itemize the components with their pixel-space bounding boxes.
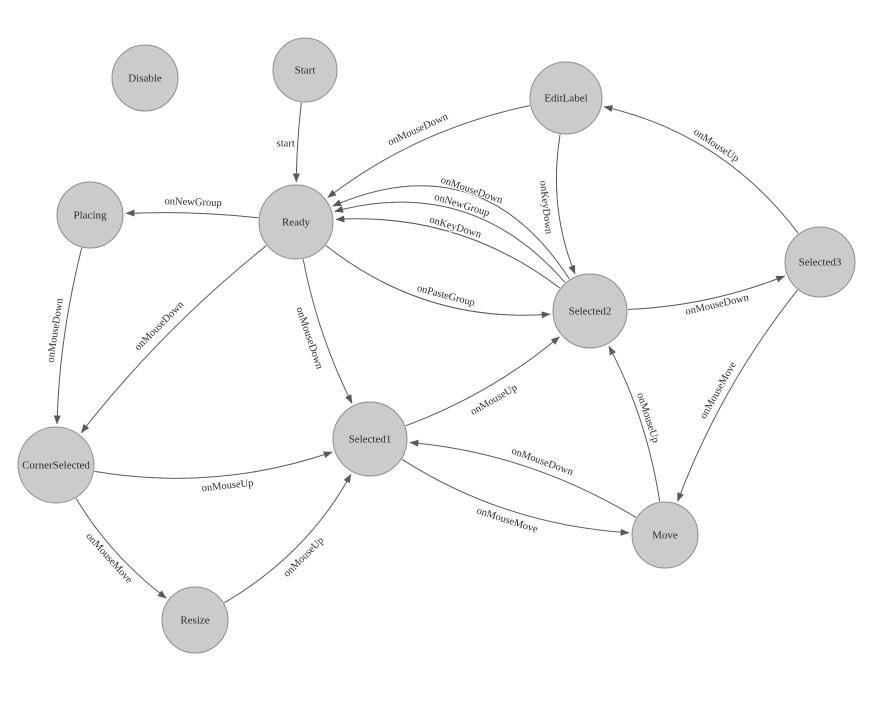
transition-ready-selected1: onMouseDown <box>292 259 353 404</box>
transition-selected3-move: onMouseMove <box>677 289 798 502</box>
transition-cornerselected-selected1: onMouseUp <box>94 451 333 496</box>
state-label: CornerSelected <box>22 460 90 472</box>
transition-move-selected2: onMouseUp <box>608 345 662 502</box>
transition-edge <box>677 289 798 502</box>
state-node-start: Start <box>272 37 338 103</box>
transition-label: onMouseDown <box>133 299 187 353</box>
transition-label: onMouseDown <box>510 446 575 479</box>
transition-edge <box>603 105 799 234</box>
transition-edge <box>405 336 560 427</box>
state-node-selected1: Selected1 <box>332 401 408 477</box>
transition-label: onMouseDown <box>684 292 750 317</box>
transition-label: onMouseUp <box>691 127 741 165</box>
transition-label: onMouseDown <box>293 306 324 372</box>
transition-ready-placing: onNewGroup <box>125 195 259 219</box>
state-node-editlabel: EditLabel <box>529 61 603 135</box>
transition-edge <box>75 498 167 599</box>
state-node-cornerselected: CornerSelected <box>17 426 95 504</box>
transition-label: onMouseDown <box>45 297 65 363</box>
transition-edge <box>224 473 352 604</box>
state-label: Disable <box>128 73 162 85</box>
state-label: Placing <box>74 210 107 222</box>
transition-ready-cornerselected: onMouseDown <box>80 245 267 434</box>
transition-selected2-selected3: onMouseDown <box>627 275 786 319</box>
transition-start-ready: start <box>275 102 302 183</box>
transition-edge <box>335 215 561 289</box>
state-node-selected3: Selected3 <box>784 226 856 298</box>
transition-edge <box>125 209 259 219</box>
transition-edge <box>401 458 630 536</box>
transition-label: start <box>277 138 295 149</box>
transition-edge <box>94 451 333 479</box>
transition-edge <box>555 134 576 275</box>
state-circle <box>272 37 338 103</box>
transition-edge <box>302 259 353 404</box>
transition-label: onMouseUp <box>201 478 254 494</box>
transition-edge <box>608 345 661 502</box>
transition-label: onMouseUp <box>282 535 327 579</box>
state-circle <box>631 501 699 569</box>
state-node-selected2: Selected2 <box>552 273 628 349</box>
state-label: Move <box>652 530 678 542</box>
transition-edge <box>325 245 551 319</box>
state-circle <box>17 426 95 504</box>
state-circle <box>784 226 856 298</box>
state-circle <box>111 44 179 112</box>
state-label: Selected1 <box>349 434 392 446</box>
transition-label: onNewGroup <box>164 196 221 209</box>
state-label: Resize <box>180 615 209 627</box>
state-label: Selected2 <box>569 306 612 318</box>
transition-edge <box>332 185 570 280</box>
transition-editlabel-selected2: onKeyDown <box>536 134 576 275</box>
state-node-move: Move <box>631 501 699 569</box>
transition-edge <box>627 275 786 310</box>
transition-label: onMouseMove <box>475 506 539 536</box>
transition-label: onMouseMove <box>698 360 739 421</box>
transition-placing-cornerselected: onMouseDown <box>44 247 83 425</box>
transition-selected3-editlabel: onMouseUp <box>603 105 799 234</box>
transition-edge <box>80 245 267 434</box>
state-label: EditLabel <box>544 93 587 105</box>
transition-selected1-selected2: onMouseUp <box>405 336 560 427</box>
transition-edge <box>334 201 566 283</box>
transition-label: onKeyDown <box>537 180 554 235</box>
state-circle <box>332 401 408 477</box>
state-node-resize: Resize <box>161 586 229 654</box>
state-label: Start <box>295 65 316 77</box>
transition-resize-selected1: onMouseUp <box>224 473 352 604</box>
transition-edge <box>409 439 637 518</box>
transition-label: onMouseMove <box>83 531 134 586</box>
state-node-placing: Placing <box>56 181 124 249</box>
state-label: Ready <box>282 217 311 229</box>
state-circle <box>258 184 334 260</box>
state-circle <box>161 586 229 654</box>
transition-edge <box>327 105 530 198</box>
transition-editlabel-ready: onMouseDown <box>327 105 530 198</box>
state-label: Selected3 <box>799 257 842 269</box>
transition-selected1-move: onMouseMove <box>401 458 630 537</box>
transition-edge <box>292 102 302 183</box>
transition-move-selected1: onMouseDown <box>409 439 637 518</box>
transition-edge <box>53 247 83 425</box>
transition-selected2-ready: onKeyDown <box>335 213 561 289</box>
state-circle <box>552 273 628 349</box>
state-circle <box>529 61 603 135</box>
state-node-disable: Disable <box>111 44 179 112</box>
transition-selected2-ready: onNewGroup <box>334 191 566 283</box>
transition-label: onMouseUp <box>634 391 661 444</box>
transition-label: onPasteGroup <box>416 283 476 309</box>
state-circle <box>56 181 124 249</box>
state-node-ready: Ready <box>258 184 334 260</box>
transition-label: onMouseUp <box>469 382 519 418</box>
transition-cornerselected-resize: onMouseMove <box>75 498 167 599</box>
transition-ready-selected2: onPasteGroup <box>325 245 551 319</box>
